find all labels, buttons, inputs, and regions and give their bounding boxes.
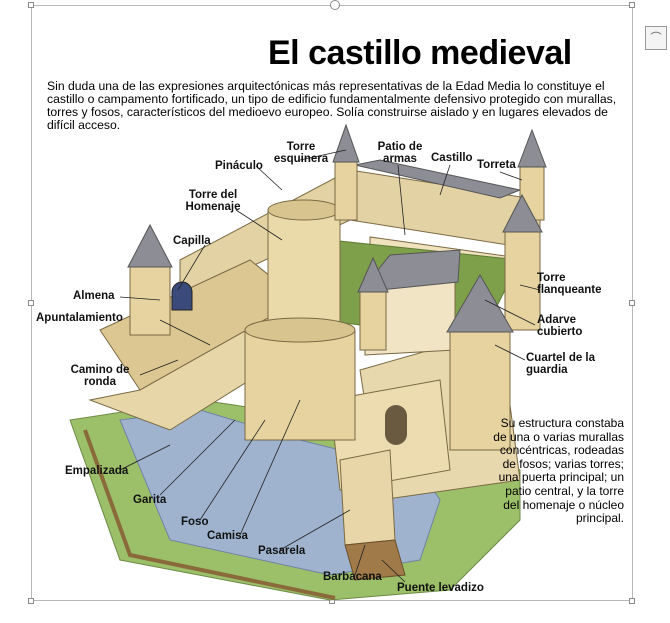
resize-handle-top-left[interactable]: [28, 2, 34, 8]
label-torre-esquinera: Torre esquinera: [273, 141, 329, 165]
page-title: El castillo medieval: [268, 34, 572, 72]
resize-handle-top-right[interactable]: [629, 2, 635, 8]
label-empalizada: Empalizada: [65, 465, 129, 477]
label-foso: Foso: [181, 516, 209, 528]
label-camisa: Camisa: [207, 530, 248, 542]
resize-handle-right[interactable]: [629, 300, 635, 306]
layout-options-icon[interactable]: ⌒: [645, 26, 667, 50]
label-barbacana: Barbacana: [323, 571, 382, 583]
label-almena: Almena: [73, 290, 115, 302]
label-adarve-cubierto: Adarve cubierto: [537, 314, 583, 338]
label-capilla: Capilla: [173, 235, 211, 247]
label-torre-homenaje: Torre del Homenaje: [185, 189, 241, 213]
label-apuntalamiento: Apuntalamiento: [36, 312, 123, 324]
intro-paragraph: Sin duda una de las expresiones arquitec…: [47, 79, 617, 132]
summary-paragraph: Su estructura constaba de una o varias m…: [493, 416, 624, 526]
label-pinaculo: Pináculo: [215, 160, 263, 172]
label-cuartel-guardia: Cuartel de la guardia: [526, 352, 596, 376]
label-torre-flanqueante: Torre flanqueante: [537, 272, 602, 296]
label-camino-ronda: Camino de ronda: [70, 364, 130, 388]
label-garita: Garita: [133, 494, 167, 506]
resize-handle-bottom-right[interactable]: [629, 598, 635, 604]
label-patio-armas: Patio de armas: [377, 141, 423, 165]
label-castillo: Castillo: [431, 152, 473, 164]
rotate-handle[interactable]: [330, 0, 340, 10]
resize-handle-left[interactable]: [28, 300, 34, 306]
label-puente-levadizo: Puente levadizo: [397, 582, 484, 594]
label-pasarela: Pasarela: [258, 545, 306, 557]
label-torreta: Torreta: [477, 159, 516, 171]
resize-handle-bottom-left[interactable]: [28, 598, 34, 604]
